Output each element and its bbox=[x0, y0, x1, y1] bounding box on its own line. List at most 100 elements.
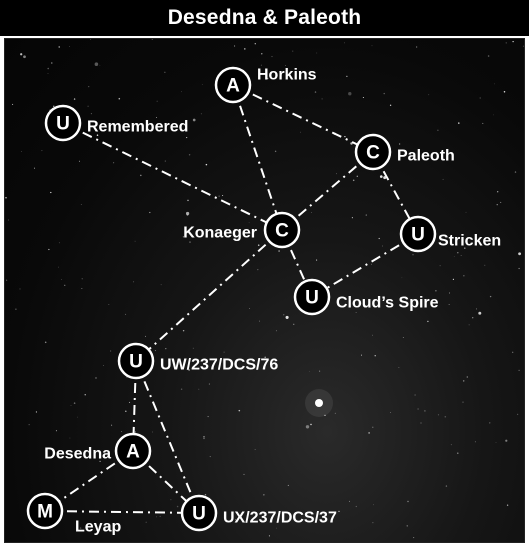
star bbox=[91, 113, 92, 114]
system-stricken[interactable]: U Stricken bbox=[401, 217, 501, 251]
star bbox=[109, 304, 110, 305]
star bbox=[407, 525, 408, 526]
star bbox=[206, 164, 208, 166]
system-remembered[interactable]: U Remembered bbox=[46, 106, 188, 140]
star bbox=[490, 296, 491, 297]
star bbox=[210, 456, 211, 457]
star bbox=[519, 268, 520, 269]
star bbox=[257, 269, 258, 270]
star bbox=[121, 431, 122, 432]
system-name: UW/237/DCS/76 bbox=[160, 357, 278, 374]
star bbox=[275, 151, 276, 152]
starfield bbox=[5, 39, 523, 538]
star bbox=[59, 46, 60, 47]
star bbox=[443, 179, 444, 180]
star bbox=[449, 292, 450, 293]
star bbox=[500, 202, 501, 203]
star bbox=[438, 414, 439, 415]
star bbox=[469, 325, 470, 326]
system-code: M bbox=[37, 502, 53, 523]
star bbox=[209, 384, 210, 385]
star bbox=[29, 424, 30, 425]
star bbox=[278, 250, 280, 252]
star bbox=[145, 336, 146, 337]
star bbox=[140, 175, 142, 177]
star bbox=[276, 528, 277, 529]
star bbox=[111, 425, 112, 426]
star bbox=[356, 312, 357, 313]
star bbox=[249, 308, 250, 309]
star bbox=[20, 53, 22, 55]
star bbox=[412, 254, 413, 255]
star bbox=[205, 494, 206, 495]
system-name: Stricken bbox=[438, 233, 501, 250]
star bbox=[463, 402, 464, 403]
star bbox=[263, 494, 264, 495]
star bbox=[152, 39, 153, 40]
system-code: U bbox=[56, 114, 70, 135]
star bbox=[453, 279, 454, 280]
star bbox=[390, 412, 391, 413]
star bbox=[64, 285, 65, 286]
star bbox=[346, 76, 347, 77]
star bbox=[379, 238, 380, 239]
star bbox=[41, 150, 42, 151]
star bbox=[203, 436, 204, 437]
star bbox=[288, 485, 289, 486]
star bbox=[21, 151, 22, 152]
system-layer: AHorkinsU RememberedCPaleothCKonaeger U Str… bbox=[28, 67, 501, 536]
star bbox=[146, 522, 147, 523]
star bbox=[517, 414, 518, 415]
star bbox=[357, 176, 358, 177]
star bbox=[50, 192, 51, 193]
star bbox=[372, 335, 373, 336]
system-code: U bbox=[411, 225, 425, 246]
star bbox=[177, 506, 179, 508]
star bbox=[74, 402, 76, 404]
star bbox=[457, 252, 458, 253]
star bbox=[390, 105, 391, 106]
star bbox=[505, 440, 507, 442]
star bbox=[467, 376, 468, 377]
star bbox=[243, 474, 244, 475]
star bbox=[348, 92, 351, 95]
star bbox=[311, 212, 312, 213]
system-name: Konaeger bbox=[183, 225, 257, 242]
star bbox=[372, 522, 373, 523]
star bbox=[272, 56, 273, 57]
star bbox=[23, 55, 26, 58]
star bbox=[208, 416, 209, 417]
star bbox=[461, 255, 462, 256]
star bbox=[187, 200, 189, 202]
star bbox=[512, 352, 513, 353]
star bbox=[133, 282, 134, 283]
star bbox=[34, 168, 35, 169]
star bbox=[61, 279, 62, 280]
star bbox=[352, 217, 353, 218]
star bbox=[222, 195, 223, 196]
star bbox=[306, 425, 309, 428]
star bbox=[518, 370, 519, 371]
star bbox=[276, 330, 277, 331]
system-name: Remembered bbox=[87, 119, 188, 136]
star bbox=[315, 91, 316, 92]
star bbox=[47, 68, 49, 70]
star bbox=[506, 42, 507, 43]
star bbox=[125, 314, 126, 315]
star bbox=[488, 55, 490, 57]
star bbox=[249, 222, 250, 223]
star bbox=[165, 348, 166, 349]
star bbox=[382, 246, 383, 247]
star bbox=[494, 84, 495, 85]
star bbox=[435, 290, 437, 292]
starfield-panel: AHorkinsU RememberedCPaleothCKonaeger U Str… bbox=[4, 38, 525, 543]
star bbox=[244, 48, 246, 50]
